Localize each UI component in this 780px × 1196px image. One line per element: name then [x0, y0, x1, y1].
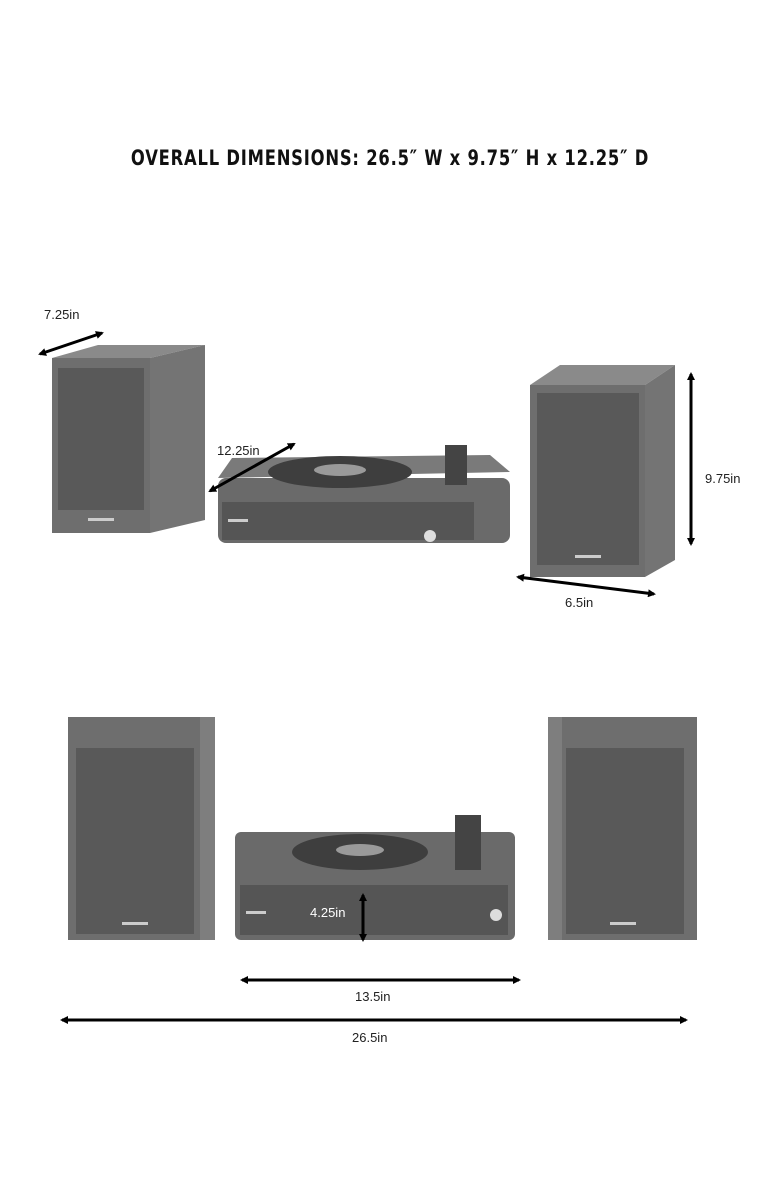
label-overall-width: 26.5in	[352, 1030, 387, 1045]
label-speaker-depth: 7.25in	[44, 307, 79, 322]
label-turntable-width: 13.5in	[355, 989, 390, 1004]
arrow-speaker-width	[516, 573, 656, 598]
arrow-speaker-depth	[38, 331, 104, 356]
speaker-left-angled	[52, 345, 205, 533]
dimensions-title: OVERALL DIMENSIONS: 26.5″ W x 9.75″ H x …	[130, 146, 650, 170]
label-turntable-height: 4.25in	[310, 905, 345, 920]
label-turntable-depth: 12.25in	[217, 443, 260, 458]
turntable-angled	[218, 445, 510, 543]
label-speaker-height: 9.75in	[705, 471, 740, 486]
speaker-right-front	[548, 717, 697, 940]
speaker-left-front	[68, 717, 215, 940]
speaker-right-angled	[530, 365, 675, 577]
arrow-turntable-depth	[208, 442, 296, 493]
label-speaker-width: 6.5in	[565, 595, 593, 610]
turntable-front	[235, 815, 515, 940]
